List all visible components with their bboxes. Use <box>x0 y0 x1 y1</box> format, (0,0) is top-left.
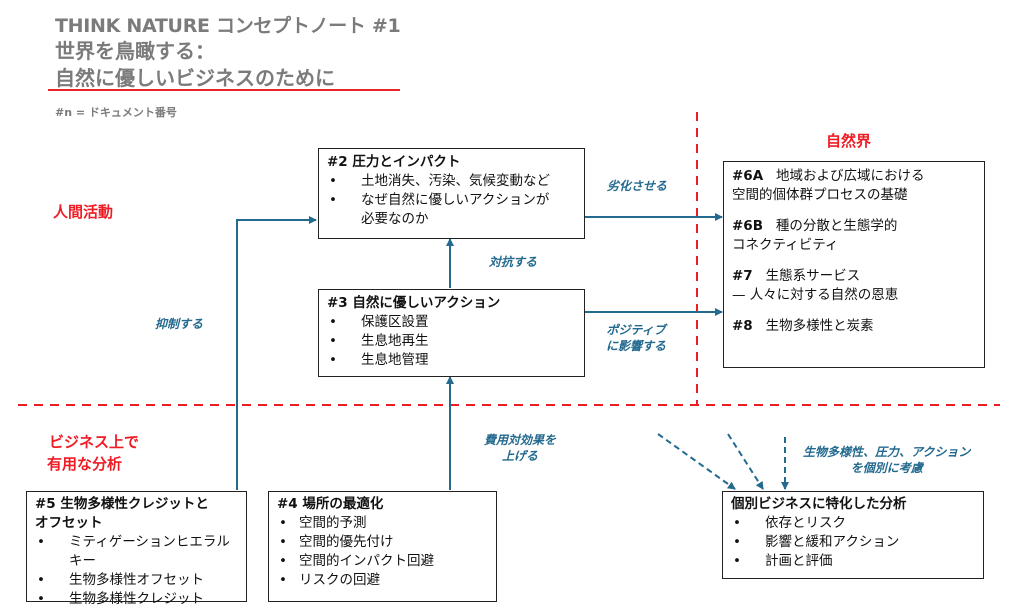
title-line-2: 世界を鳥瞰する： <box>55 39 215 63</box>
box-business-analysis: 個別ビジネスに特化した分析 依存とリスク 影響と緩和アクション 計画と評価 <box>722 491 984 579</box>
edge-label-suppress: 抑制する <box>155 317 204 331</box>
list-item: 生息地再生 <box>327 332 576 351</box>
title-line-1: THINK NATURE コンセプトノート #1 <box>55 15 401 37</box>
region-label-natural-world: 自然界 <box>826 132 872 150</box>
list-item: なぜ自然に優しいアクションが必要なのか <box>327 191 561 229</box>
edge-label-individual: 生物多様性、圧力、アクション を個別に考慮 <box>803 445 971 475</box>
box-site-optimization: #4 場所の最適化 空間的予測 空間的優先付け 空間的インパクト回避 リスクの回… <box>268 491 497 602</box>
nature-item-6b: #6B 種の分散と生態学的 コネクティビティ <box>732 218 898 253</box>
box-title: #2 圧力とインパクト <box>327 154 461 170</box>
box-title: 個別ビジネスに特化した分析 <box>731 496 907 512</box>
list-item: 生息地管理 <box>327 351 576 370</box>
list-item: 影響と緩和アクション <box>731 533 975 552</box>
edge-label-counter: 対抗する <box>489 255 538 269</box>
region-label-human-activity: 人間活動 <box>53 203 114 221</box>
nature-item-8: #8 生物多様性と炭素 <box>732 318 874 334</box>
edge-label-degrade: 劣化させる <box>607 179 668 193</box>
box-natural-world: #6A 地域および広域における 空間的個体群プロセスの基礎 #6B 種の分散と生… <box>723 161 985 368</box>
region-label-business-2: 有用な分析 <box>47 455 123 473</box>
nature-item-6a: #6A 地域および広域における 空間的個体群プロセスの基礎 <box>732 168 925 203</box>
list-item: 計画と評価 <box>731 552 975 571</box>
list-item: 依存とリスク <box>731 514 975 533</box>
box-title: #3 自然に優しいアクション <box>327 295 501 311</box>
box-pressures-impacts: #2 圧力とインパクト 土地消失、汚染、気候変動など なぜ自然に優しいアクション… <box>318 148 585 239</box>
list-item: 空間的優先付け <box>277 533 488 552</box>
list-item: 空間的インパクト回避 <box>277 552 488 571</box>
list-item: リスクの回避 <box>277 571 488 590</box>
arrow-suppress <box>236 216 317 490</box>
dashed-arrow-1 <box>657 433 736 490</box>
box-title: #4 場所の最適化 <box>277 496 384 512</box>
box-credits-offsets: #5 生物多様性クレジットと オフセット ミティゲーションヒエラルキー 生物多様… <box>26 491 247 609</box>
legend-note: #n = ドキュメント番号 <box>55 106 177 119</box>
list-item: 生物多様性オフセット <box>35 571 238 590</box>
dashed-arrow-2 <box>727 433 764 490</box>
box-title-2: オフセット <box>35 515 103 531</box>
edge-label-cost-effective: 費用対効果を 上げる <box>484 433 557 463</box>
box-title-1: #5 生物多様性クレジットと <box>35 496 209 512</box>
title-line-3: 自然に優しいビジネスのために <box>55 66 335 90</box>
list-item: 生物多様性クレジット <box>35 590 238 609</box>
list-item: 空間的予測 <box>277 514 488 533</box>
nature-item-7: #7 生態系サービス — 人々に対する自然の恩恵 <box>732 268 899 303</box>
title-underline <box>48 89 400 91</box>
list-item: 土地消失、汚染、気候変動など <box>327 172 576 191</box>
list-item: ミティゲーションヒエラルキー <box>35 533 238 571</box>
list-item: 保護区設置 <box>327 313 576 332</box>
edge-label-positive: ポジティブ に影響する <box>606 323 667 353</box>
box-nature-positive-actions: #3 自然に優しいアクション 保護区設置 生息地再生 生息地管理 <box>318 289 585 377</box>
region-label-business-1: ビジネス上で <box>49 433 140 451</box>
